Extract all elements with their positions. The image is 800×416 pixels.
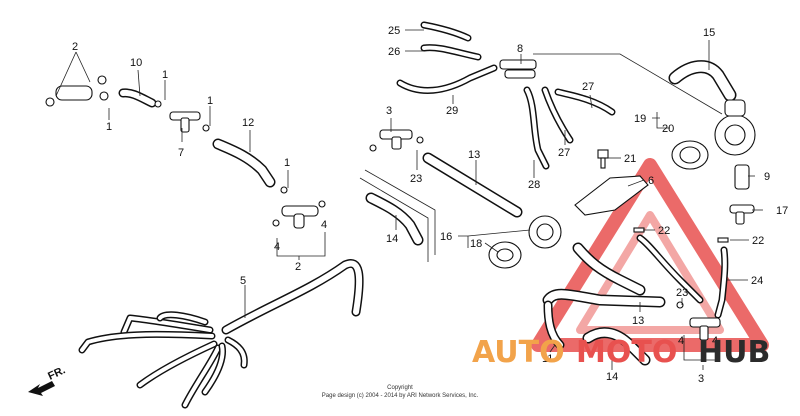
label-part-25: 25 [388, 25, 400, 37]
label-part-22b: 22 [752, 235, 764, 247]
watermark-word-moto: MOTO [576, 335, 677, 370]
label-part-10: 10 [130, 57, 142, 69]
label-part-14b: 14 [606, 371, 618, 383]
label-part-20: 20 [662, 123, 674, 135]
label-part-13a: 13 [468, 149, 480, 161]
label-part-5: 5 [240, 275, 246, 287]
copyright-notice: Page design (c) 2004 - 2014 by ARI Netwo… [322, 393, 479, 399]
label-part-1a: 1 [162, 69, 168, 81]
label-part-23b: 23 [676, 287, 688, 299]
label-part-3a: 3 [386, 105, 392, 117]
label-part-4c: 4 [712, 335, 718, 347]
front-direction-label: FR. [46, 364, 67, 382]
label-part-18: 18 [470, 238, 482, 250]
watermark-word-hub: HUB [698, 335, 770, 370]
label-part-27a: 27 [582, 81, 594, 93]
label-part-11: 11 [542, 353, 553, 365]
label-part-12: 12 [242, 117, 254, 129]
label-part-2a: 2 [72, 41, 78, 53]
label-part-4a: 4 [321, 219, 327, 231]
label-part-29: 29 [446, 105, 458, 117]
leader-lines [55, 29, 763, 370]
label-part-16: 16 [440, 231, 452, 243]
label-part-3b: 3 [698, 373, 704, 385]
label-part-4b: 4 [274, 241, 280, 253]
label-part-6: 6 [648, 175, 654, 187]
label-part-15: 15 [703, 27, 715, 39]
copyright-title: Copyright [387, 385, 413, 391]
label-part-1c: 1 [207, 95, 213, 107]
label-part-21: 21 [624, 153, 636, 165]
watermark-logo [531, 158, 769, 352]
label-part-28: 28 [528, 179, 540, 191]
label-part-4d: 4 [678, 335, 684, 347]
label-part-7: 7 [178, 147, 184, 159]
watermark-word-auto: AUTO [472, 335, 565, 370]
label-part-9: 9 [764, 171, 770, 183]
label-part-8: 8 [517, 43, 523, 55]
label-part-17: 17 [776, 205, 788, 217]
label-part-13b: 13 [632, 315, 644, 327]
label-part-22a: 22 [658, 225, 670, 237]
label-part-1d: 1 [284, 157, 290, 169]
label-part-23a: 23 [410, 173, 422, 185]
watermark-text: AUTO MOTO HUB [472, 335, 770, 370]
label-part-26: 26 [388, 46, 400, 58]
label-part-2b: 2 [295, 261, 301, 273]
front-direction-arrow: FR. [28, 364, 67, 396]
label-part-24: 24 [751, 275, 763, 287]
label-part-27b: 27 [558, 147, 570, 159]
label-part-1b: 1 [106, 121, 112, 133]
label-part-19: 19 [634, 113, 646, 125]
label-part-14a: 14 [386, 233, 398, 245]
